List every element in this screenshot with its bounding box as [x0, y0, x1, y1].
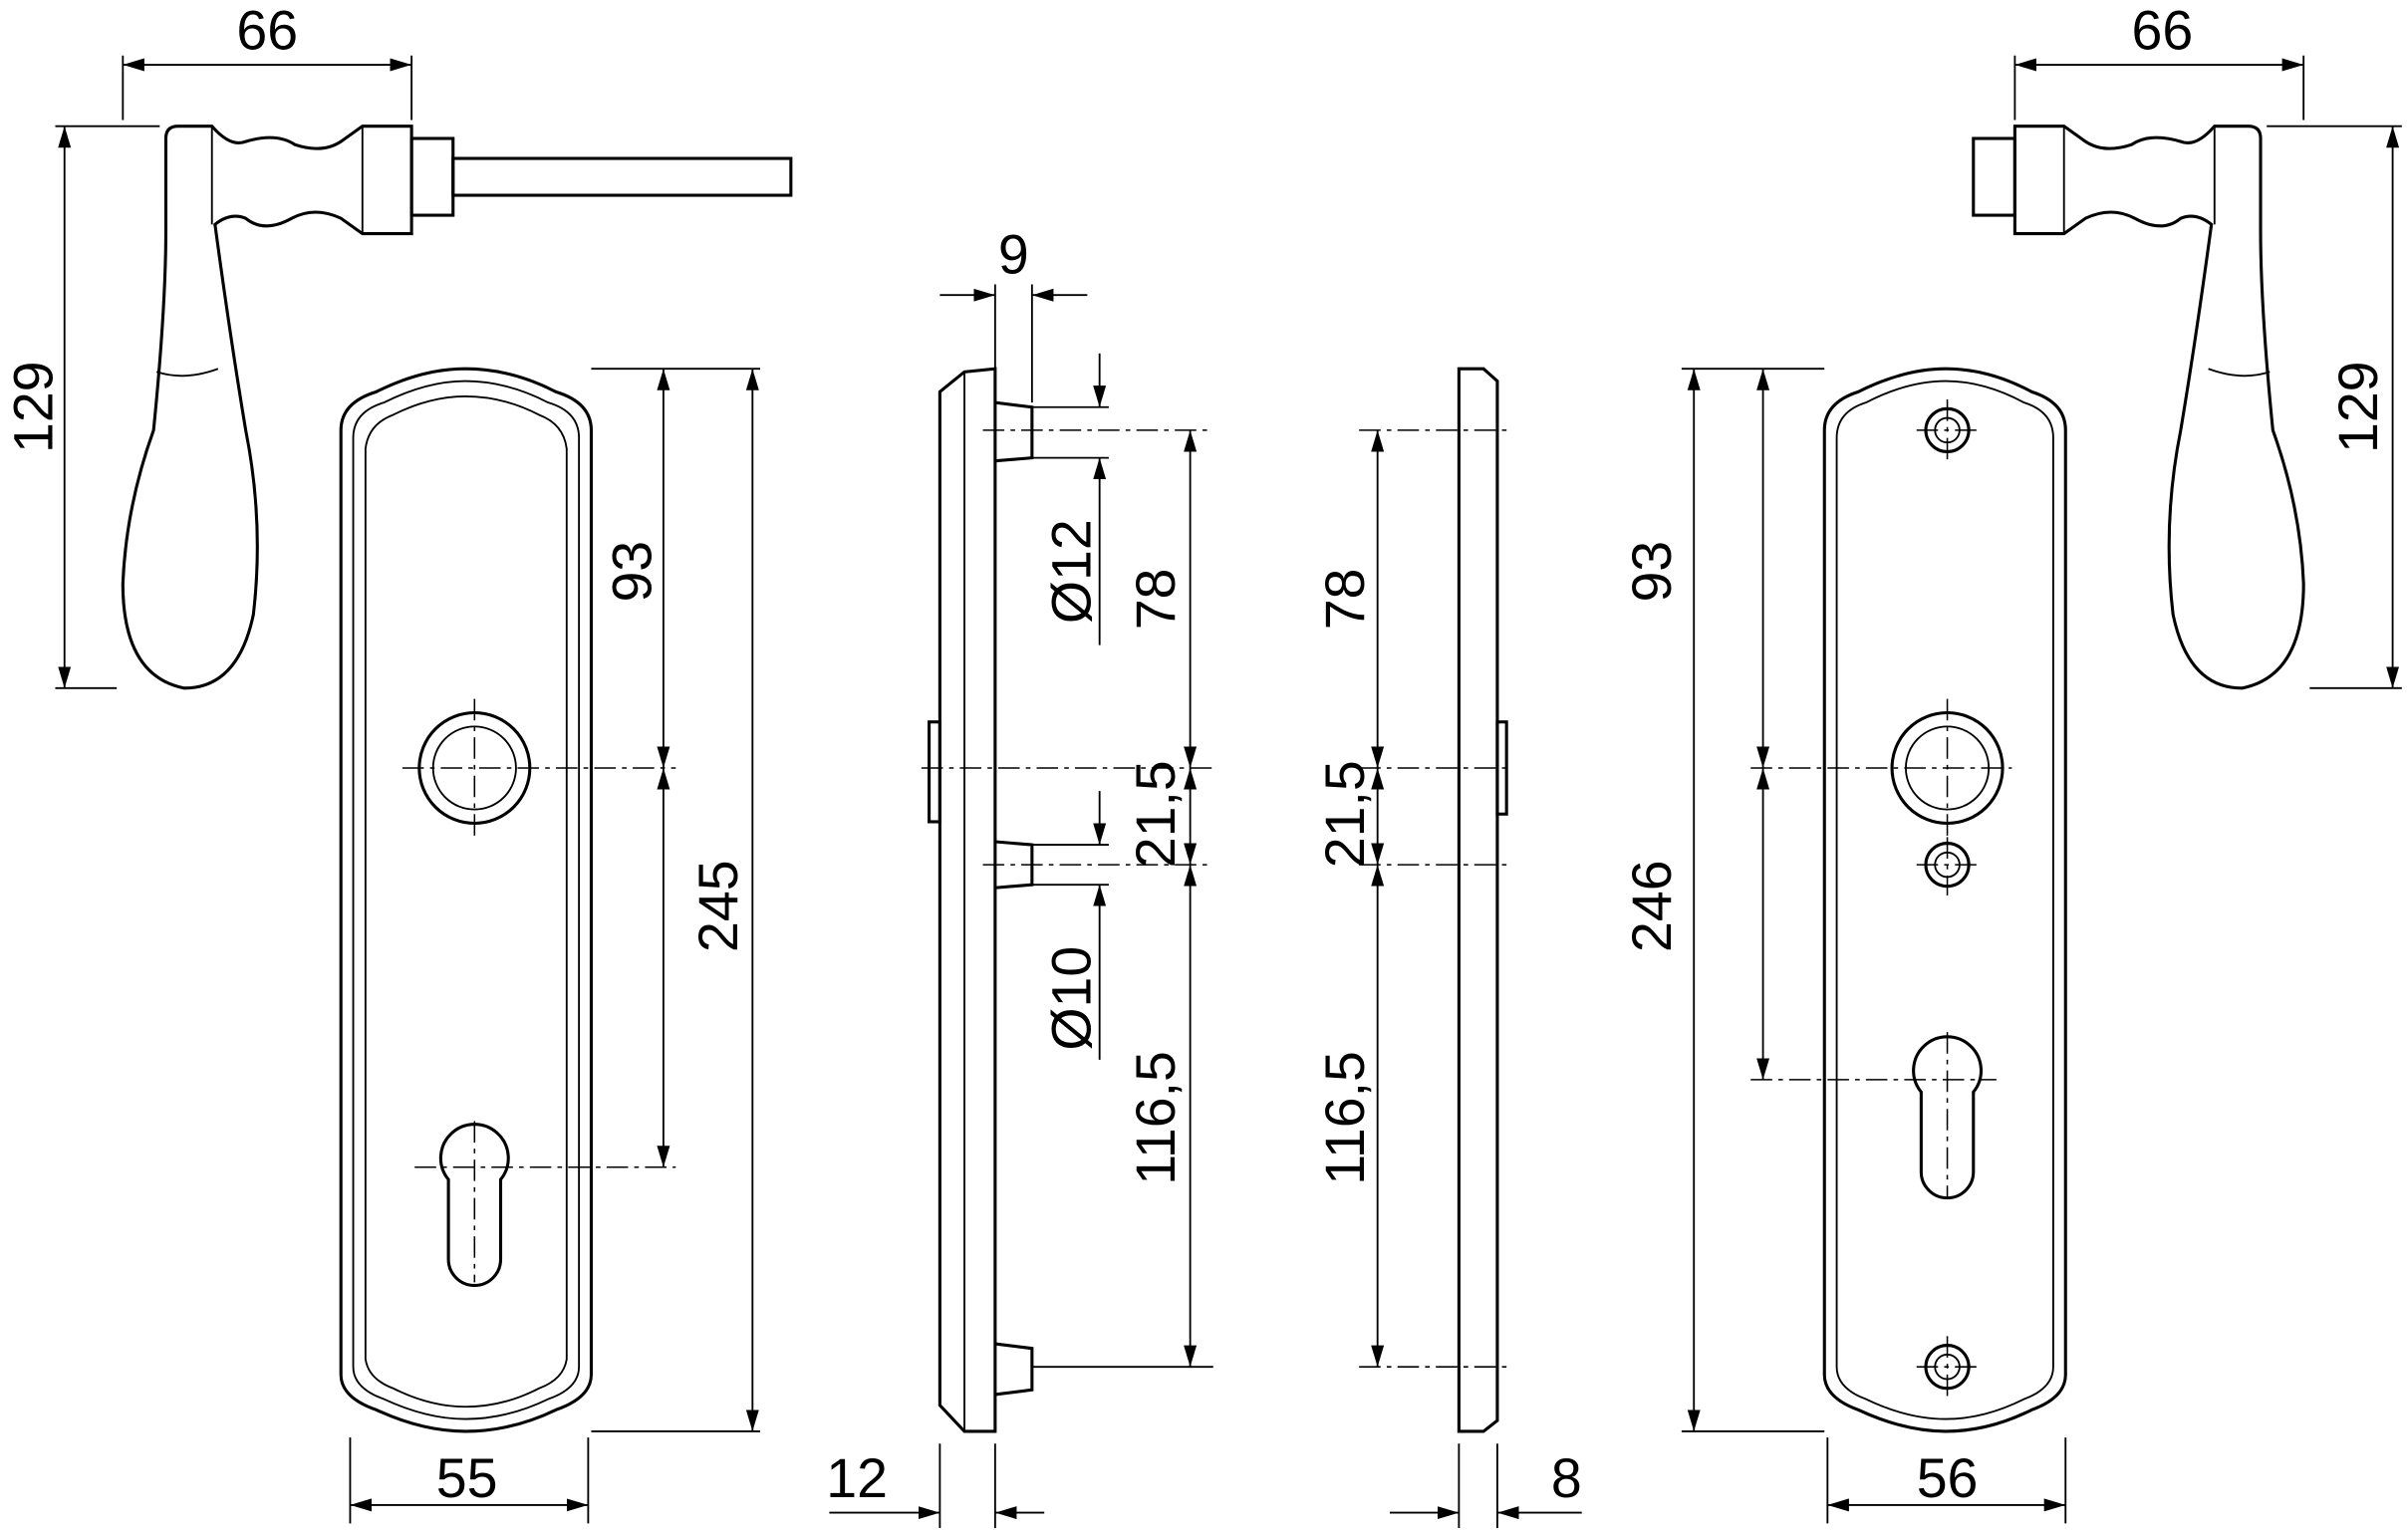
lever-handle-left — [55, 55, 793, 690]
dim-plate-right-width: 56 — [1917, 1447, 1979, 1509]
dim-plate-right-246: 246 — [1621, 860, 1683, 952]
dim-diameter-10: Ø10 — [1040, 946, 1102, 1051]
dim-side-offset: 9 — [998, 224, 1029, 286]
backplate-side-view-1 — [829, 284, 1213, 1529]
dim-diameter-12: Ø12 — [1040, 519, 1102, 624]
dim-78-a: 78 — [1125, 569, 1187, 631]
dim-handle-right-width: 66 — [2132, 0, 2194, 62]
dim-handle-left-height: 129 — [2, 361, 64, 453]
dim-handle-left-width: 66 — [236, 0, 298, 62]
dim-plate-left-width: 55 — [436, 1447, 498, 1509]
dim-116-5-b: 116,5 — [1314, 1051, 1376, 1185]
dim-plate-left-245: 245 — [687, 860, 749, 952]
dim-116-5-a: 116,5 — [1125, 1051, 1187, 1185]
dim-plate-left-93: 93 — [602, 541, 664, 603]
lever-handle-right — [1972, 55, 2402, 690]
backplate-front-right — [1681, 367, 2067, 1524]
dim-thickness-8: 8 — [1551, 1447, 1582, 1509]
dim-handle-right-height: 129 — [2327, 361, 2389, 453]
backplate-side-view-2 — [1359, 367, 1582, 1529]
dim-plate-right-93: 93 — [1621, 541, 1683, 603]
dim-21-5-a: 21,5 — [1125, 760, 1187, 868]
dim-thickness-12: 12 — [826, 1447, 888, 1509]
dim-21-5-b: 21,5 — [1314, 760, 1376, 868]
backplate-front-left — [339, 367, 761, 1524]
dim-78-b: 78 — [1314, 569, 1376, 631]
